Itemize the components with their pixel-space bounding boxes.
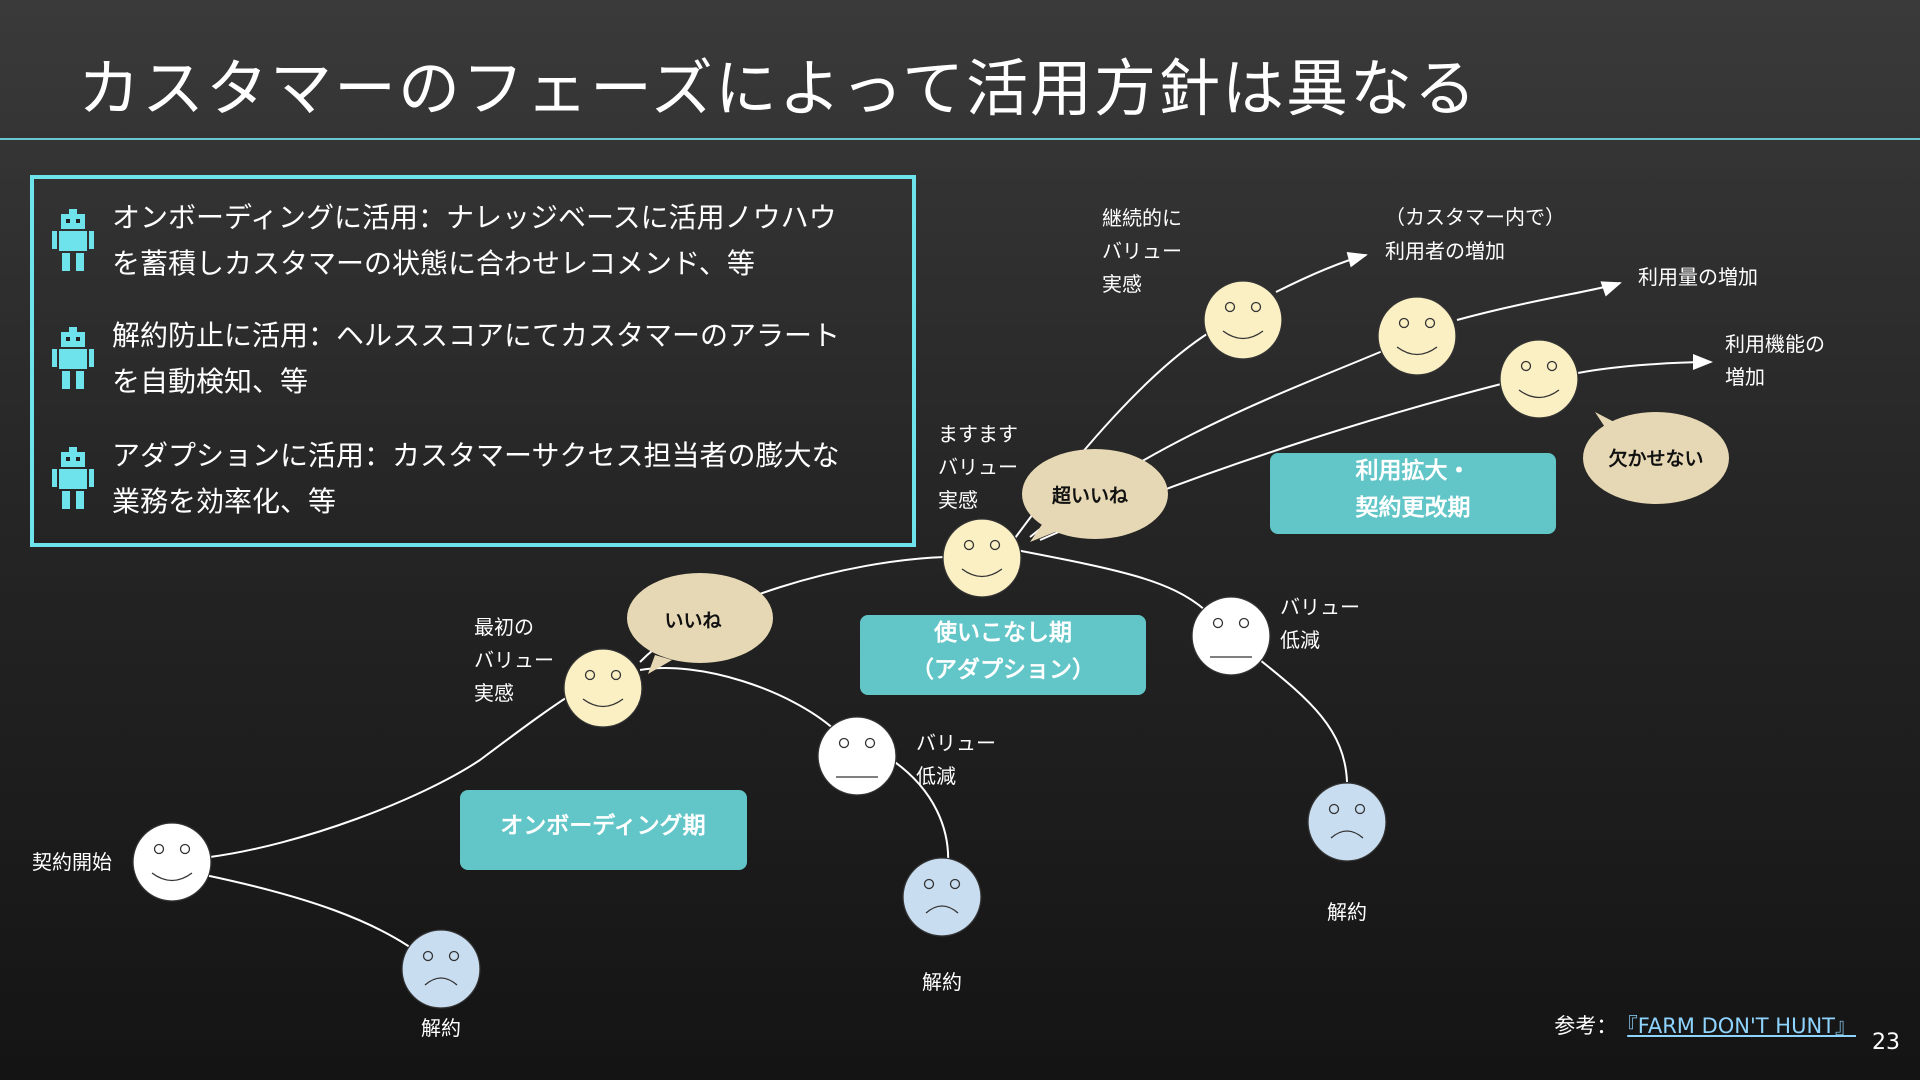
face-continuous-value-happy (1203, 280, 1283, 360)
robot-icon (52, 209, 94, 271)
bubble-essential-label: 欠かせない (1608, 447, 1703, 470)
arrow-features-increase (1577, 354, 1713, 374)
curve-first-to-drop (639, 667, 836, 731)
face-start-happy (132, 822, 212, 902)
phase-adoption-label-2: （アダプション） (911, 656, 1095, 683)
face-churn-sad-3 (1307, 782, 1387, 862)
arrow-users-increase (1275, 251, 1368, 293)
label-more-value: ますます バリュー 実感 (938, 422, 1018, 512)
robot-icon (52, 447, 94, 509)
label-line: 低減 (916, 764, 956, 788)
phase-adoption: 使いこなし期 （アダプション） (860, 615, 1146, 695)
face-first-value-happy (563, 648, 643, 728)
label-churn-1: 解約 (421, 1016, 461, 1040)
journey-curves (204, 251, 1713, 963)
label-line: 最初の (474, 615, 534, 639)
reference-link[interactable]: 『FARM DON'T HUNT』 (1627, 1014, 1856, 1038)
label-features-increase: 利用機能の 増加 (1725, 332, 1825, 389)
curve-drop2-to-churn (1259, 659, 1348, 783)
face-more-value-happy (942, 518, 1022, 598)
label-line: 実感 (1102, 272, 1142, 296)
bubble-essential: 欠かせない (1583, 412, 1729, 504)
label-line: バリュー (1102, 239, 1182, 263)
page-number: 23 (1872, 1030, 1900, 1055)
label-line: ますます (938, 422, 1018, 446)
label-line: （カスタマー内で） (1385, 205, 1565, 229)
label-churn-2: 解約 (922, 970, 962, 994)
face-usage-happy (1499, 339, 1579, 419)
phase-expansion-label-1: 利用拡大・ (1356, 458, 1471, 484)
label-first-value: 最初の バリュー 実感 (474, 615, 554, 705)
face-churn-sad-2 (902, 857, 982, 937)
phase-expansion-label-2: 契約更改期 (1355, 494, 1471, 521)
label-line: 実感 (938, 488, 978, 512)
label-line: 継続的に (1102, 206, 1182, 230)
bubble-great-label: 超いいね (1051, 484, 1128, 507)
curve-more-to-drop (1015, 549, 1206, 611)
info-box: オンボーディングに活用：ナレッジベースに活用ノウハウ を蓄積しカスタマーの状態に… (30, 175, 916, 547)
phase-adoption-label-1: 使いこなし期 (933, 620, 1072, 646)
info-item-text: 解約防止に活用：ヘルススコアにてカスタマーのアラート を自動検知、等 (112, 319, 841, 398)
label-line: 増加 (1725, 365, 1765, 389)
label-line: バリュー (938, 455, 1018, 479)
face-churn-sad-1 (401, 929, 481, 1009)
phase-onboarding-label: オンボーディング期 (500, 812, 705, 839)
label-usage-increase: 利用量の増加 (1638, 265, 1758, 289)
phase-expansion: 利用拡大・ 契約更改期 (1270, 453, 1556, 534)
bubble-great: 超いいね (1022, 449, 1168, 542)
bubble-good-label: いいね (664, 610, 721, 632)
faces (132, 280, 1579, 1009)
face-value-drop-neutral-1 (817, 716, 897, 796)
bubble-good: いいね (627, 573, 773, 674)
info-item-text: アダプションに活用：カスタマーサクセス担当者の膨大な 業務を効率化、等 (112, 439, 840, 518)
arrow-usage-increase (1456, 281, 1622, 321)
label-churn-3: 解約 (1327, 900, 1367, 924)
label-line: バリュー (474, 648, 554, 672)
label-contract-start: 契約開始 (32, 850, 112, 874)
reference: 参考： 『FARM DON'T HUNT』 (1554, 1010, 1856, 1040)
curve-start-to-churn (204, 874, 431, 963)
info-item-text: オンボーディングに活用：ナレッジベースに活用ノウハウ を蓄積しカスタマーの状態に… (112, 201, 837, 280)
title-divider (0, 138, 1920, 140)
label-line: バリュー (1280, 595, 1360, 619)
curve-drop-to-churn (891, 759, 950, 866)
phase-onboarding: オンボーディング期 (460, 790, 747, 870)
robot-icon (52, 327, 94, 389)
page-title: カスタマーのフェーズによって活用方針は異なる (78, 52, 1478, 125)
label-continuous-value: 継続的に バリュー 実感 (1102, 206, 1182, 296)
face-users-happy (1377, 296, 1457, 376)
face-value-drop-neutral-2 (1191, 596, 1271, 676)
label-line: 低減 (1280, 628, 1320, 652)
label-value-drop-1: バリュー 低減 (916, 731, 996, 788)
label-line: 利用機能の (1725, 332, 1825, 356)
label-line: バリュー (916, 731, 996, 755)
label-line: 実感 (474, 681, 514, 705)
label-value-drop-2: バリュー 低減 (1280, 595, 1360, 652)
label-line: 利用者の増加 (1385, 239, 1505, 263)
reference-label: 参考： (1554, 1014, 1618, 1038)
label-users-increase: （カスタマー内で） 利用者の増加 (1385, 205, 1565, 263)
curve-start-to-first-value (209, 682, 591, 858)
